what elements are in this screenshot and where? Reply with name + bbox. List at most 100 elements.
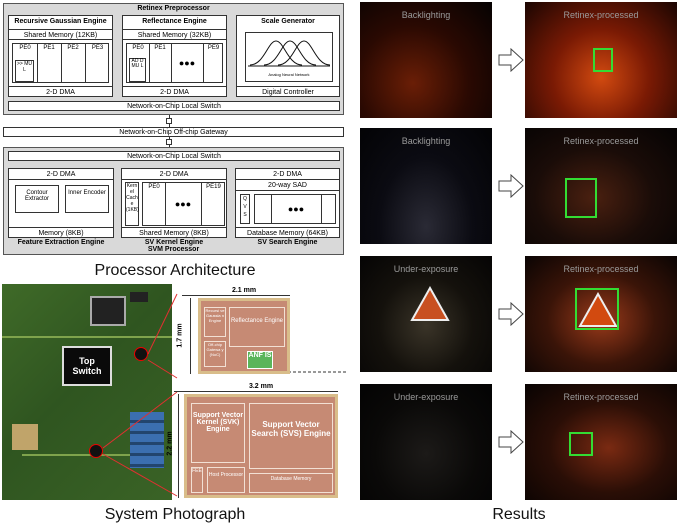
sv-search-engine: 2-D DMA 20-way SAD Q V S ●●● Database Me…	[235, 168, 340, 238]
reflectance-engine: Reflectance Engine Shared Memory (32KB) …	[122, 15, 227, 97]
re-dma: 2-D DMA	[123, 86, 226, 97]
detection-box-3	[575, 288, 619, 330]
digital-controller: Digital Controller	[237, 86, 339, 97]
pcb-chip-top	[90, 296, 126, 326]
pcb-trace-1	[2, 336, 172, 338]
svk-pe19: PE19	[206, 184, 221, 190]
inner-encoder: Inner Encoder	[65, 185, 109, 213]
svs-dma: 2-D DMA	[236, 169, 339, 180]
arrow-right-icon	[498, 174, 524, 198]
offchip-gateway: Network-on-Chip Off-chip Gateway	[3, 127, 344, 137]
ann-caption: Analog Neural Network	[268, 72, 310, 77]
connector-bank	[130, 412, 164, 468]
fee-memory: Memory (8KB)	[9, 227, 113, 238]
re-memory: Shared Memory (32KB)	[123, 29, 226, 40]
chip1-rge-block: Recursi ve Gaussia n Engine	[204, 307, 226, 337]
result-row2-left: Backlighting	[360, 128, 492, 244]
result-row2-right: Retinex-processed	[525, 128, 677, 244]
arrow-right-icon	[498, 430, 524, 454]
chip2-db-block: Database Memory	[249, 473, 333, 493]
connector-node-1	[166, 118, 172, 124]
result-row2-left-label: Backlighting	[401, 136, 451, 146]
svk-memory: Shared Memory (8KB)	[122, 227, 226, 238]
svs-dots: ●●●	[271, 195, 322, 223]
system-photograph: Top Switch Recursi ve Gaussia n Engine R…	[2, 284, 348, 500]
svk-title: SV Kernel Engine	[144, 239, 204, 246]
retinex-preprocessor: Retinex Preprocessor Recursive Gaussian …	[3, 3, 344, 115]
top-switch-chip: Top Switch	[62, 346, 112, 386]
chip1-reflectance-block: Reflectance Engine	[229, 307, 285, 347]
svs-memory: Database Memory (64KB)	[236, 227, 339, 238]
chip2-width-line	[174, 391, 338, 392]
rge-title: Recursive Gaussian Engine	[14, 18, 107, 25]
result-row1-right-label: Retinex-processed	[563, 10, 639, 20]
ann-box: Analog Neural Network	[245, 32, 333, 82]
detection-box-4	[569, 432, 593, 456]
kernel-cache: Kern el Cach e (1KB)	[125, 182, 139, 226]
re-unit: AD D MU L	[129, 58, 146, 82]
fee-title: Feature Extraction Engine	[17, 239, 105, 246]
result-row3-left-label: Under-exposure	[393, 264, 459, 274]
result-row2-right-label: Retinex-processed	[563, 136, 639, 146]
rge-pe1: PE1	[37, 44, 62, 82]
result-row4-left-label: Under-exposure	[393, 392, 459, 402]
re-pe-row: PE0 AD D MU L PE1 ●●● PE9	[126, 43, 223, 83]
results-grid: Backlighting Retinex-processed Backlight…	[360, 0, 678, 505]
detection-box-1	[593, 48, 613, 72]
chip1-height: 1.7 mm	[176, 323, 184, 348]
pcb-pad-left	[12, 424, 38, 450]
scale-generator: Scale Generator Analog Neural Network Di…	[236, 15, 340, 97]
chip2-die: Support Vector Kernel (SVK) Engine Suppo…	[184, 394, 338, 498]
result-row1-left-label: Backlighting	[401, 10, 451, 20]
sv-kernel-engine: 2-D DMA Kern el Cach e (1KB) PE0 ●●● PE1…	[121, 168, 227, 238]
architecture-diagram: Retinex Preprocessor Recursive Gaussian …	[0, 0, 350, 260]
svk-pe-row: PE0 ●●● PE19	[142, 182, 225, 226]
re-title: Reflectance Engine	[142, 18, 207, 25]
rge-unit: >> MU L	[15, 60, 34, 82]
feature-extraction-engine: 2-D DMA Contour Extractor Inner Encoder …	[8, 168, 114, 238]
warning-sign-icon	[410, 286, 450, 321]
svs-cells: ●●●	[254, 194, 336, 224]
svs-title: SV Search Engine	[257, 239, 318, 246]
re-pe0: PE0	[132, 45, 144, 51]
result-row4-right: Retinex-processed	[525, 384, 677, 500]
caption-system-photograph: System Photograph	[104, 506, 246, 523]
fee-dma: 2-D DMA	[9, 169, 113, 180]
re-pe1: PE1	[149, 44, 172, 82]
result-row4-left: Under-exposure	[360, 384, 492, 500]
rge-memory: Shared Memory (12KB)	[9, 29, 112, 40]
connector-node-2	[166, 139, 172, 145]
result-row1-right: Retinex-processed	[525, 2, 677, 118]
svk-pe0: PE0	[143, 183, 166, 225]
arrow-right-icon	[498, 302, 524, 326]
rge-pe-row: PE0 >> MU L PE1 PE2 PE3	[12, 43, 109, 83]
re-pe9: PE9	[207, 45, 220, 51]
result-row3-left: Under-exposure	[360, 256, 492, 372]
socket-chip-1	[134, 347, 148, 361]
socket-chip-2	[89, 444, 103, 458]
caption-results: Results	[492, 506, 546, 523]
chip2-width: 3.2 mm	[248, 383, 274, 390]
svk-dots: ●●●	[165, 183, 202, 225]
warning-sign-icon	[578, 292, 618, 327]
chip1-die: Recursi ve Gaussia n Engine Reflectance …	[198, 298, 290, 374]
svm-local-switch: Network-on-Chip Local Switch	[8, 151, 340, 161]
chip1-width-line	[182, 295, 290, 296]
pcb-board: Top Switch	[2, 284, 172, 500]
gaussian-curves-icon	[248, 40, 331, 67]
chip2-height-line	[178, 394, 179, 498]
rge-pe2: PE2	[61, 44, 86, 82]
svs-queue: Q V S	[240, 194, 250, 224]
top-switch-label: Top Switch	[72, 356, 102, 376]
contour-extractor: Contour Extractor	[15, 185, 59, 213]
chip2-fee-block: FEE	[191, 467, 203, 493]
sg-title: Scale Generator	[261, 18, 315, 25]
result-row3-right: Retinex-processed	[525, 256, 677, 372]
arrow-right-icon	[498, 48, 524, 72]
chip2-height: 2.2 mm	[166, 431, 174, 456]
rge-dma: 2-D DMA	[9, 86, 112, 97]
detection-box-2	[565, 178, 597, 218]
svm-title: SVM Processor	[147, 246, 200, 253]
caption-processor-architecture: Processor Architecture	[94, 262, 256, 279]
recursive-gaussian-engine: Recursive Gaussian Engine Shared Memory …	[8, 15, 113, 97]
